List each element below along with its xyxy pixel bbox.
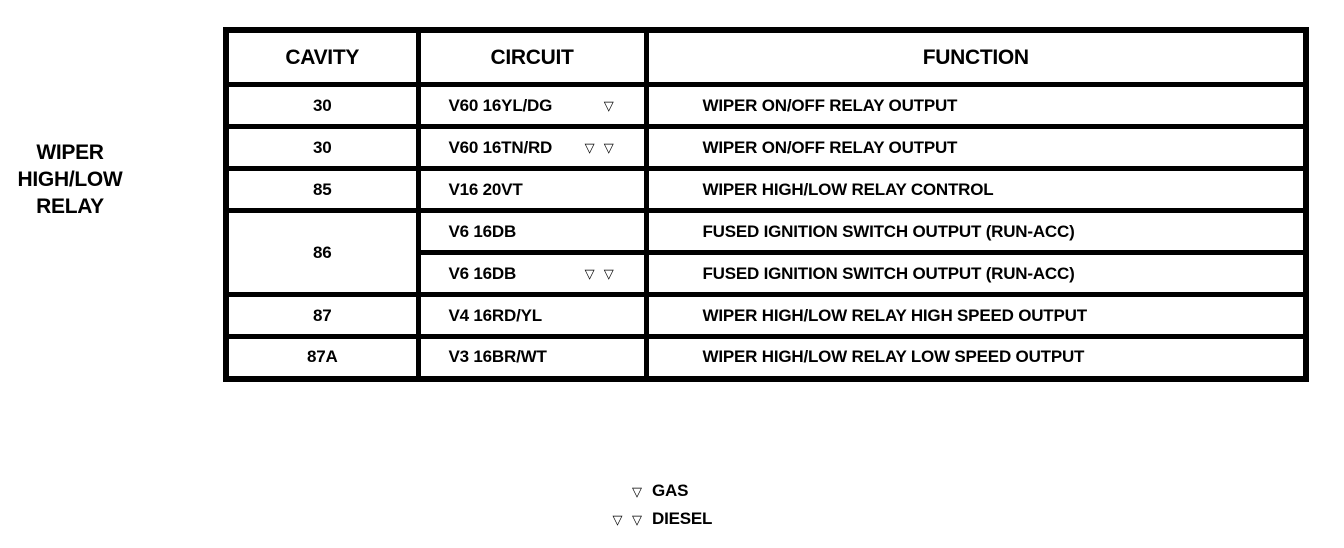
diesel-marker-icon: ▽ ▽	[584, 267, 614, 282]
relay-title: WIPER HIGH/LOW RELAY	[6, 139, 134, 220]
circuit-cell: V3 16BR/WT	[415, 334, 649, 381]
circuit-cell: V16 20VT	[415, 166, 649, 213]
relay-title-line-3: RELAY	[36, 195, 104, 218]
circuit-code: V60 16TN/RD	[448, 137, 553, 157]
pinout-table: CAVITY CIRCUIT FUNCTION 30 V60 16YL/DG ▽…	[223, 27, 1309, 382]
circuit-cell: V60 16YL/DG ▽	[415, 82, 649, 129]
table-row: 30 V60 16TN/RD ▽ ▽ WIPER ON/OFF RELAY OU…	[223, 124, 1309, 171]
legend-label-gas: GAS	[652, 481, 689, 500]
table-row: V6 16DB ▽ ▽ FUSED IGNITION SWITCH OUTPUT…	[226, 250, 1309, 297]
table-row: 87 V4 16RD/YL WIPER HIGH/LOW RELAY HIGH …	[223, 292, 1309, 339]
gas-marker-icon: ▽	[603, 99, 614, 114]
header-cavity: CAVITY	[223, 27, 421, 87]
legend-item-gas: ▽ GAS	[556, 477, 712, 505]
circuit-cell: V6 16DB	[415, 208, 649, 255]
legend-label-diesel: DIESEL	[652, 509, 713, 528]
circuit-cell: V6 16DB ▽ ▽	[415, 250, 649, 297]
function-cell: WIPER ON/OFF RELAY OUTPUT	[643, 124, 1309, 171]
table-row: 85 V16 20VT WIPER HIGH/LOW RELAY CONTROL	[223, 166, 1309, 213]
circuit-code: V60 16YL/DG	[448, 95, 553, 115]
diesel-marker-icon: ▽ ▽	[612, 512, 642, 528]
cavity-cell: 85	[223, 166, 421, 213]
relay-title-line-2: HIGH/LOW	[17, 168, 123, 191]
cavity-cell: 87	[223, 292, 421, 339]
cavity-cell-merged: 86	[223, 208, 421, 297]
cavity-cell: 30	[223, 124, 421, 171]
circuit-code: V6 16DB	[448, 263, 517, 283]
cavity-cell: 30	[223, 82, 421, 129]
legend-item-diesel: ▽ ▽ DIESEL	[556, 505, 712, 533]
table-row: 30 V60 16YL/DG ▽ WIPER ON/OFF RELAY OUTP…	[223, 82, 1309, 129]
relay-title-line-1: WIPER	[36, 141, 104, 164]
diesel-marker-icon: ▽ ▽	[584, 141, 614, 156]
circuit-cell: V4 16RD/YL	[415, 292, 649, 339]
circuit-code: V3 16BR/WT	[448, 347, 547, 367]
header-circuit: CIRCUIT	[415, 27, 649, 87]
circuit-cell: V60 16TN/RD ▽ ▽	[415, 124, 649, 171]
gas-marker-icon: ▽	[632, 484, 642, 500]
cavity-cell: 87A	[223, 334, 421, 381]
function-cell: FUSED IGNITION SWITCH OUTPUT (RUN-ACC)	[643, 250, 1309, 297]
legend: ▽ GAS ▽ ▽ DIESEL	[556, 477, 712, 533]
function-cell: WIPER HIGH/LOW RELAY CONTROL	[643, 166, 1309, 213]
function-cell: WIPER HIGH/LOW RELAY HIGH SPEED OUTPUT	[643, 292, 1309, 339]
circuit-code: V16 20VT	[448, 179, 523, 199]
function-cell: FUSED IGNITION SWITCH OUTPUT (RUN-ACC)	[643, 208, 1309, 255]
function-cell: WIPER ON/OFF RELAY OUTPUT	[643, 82, 1309, 129]
table-row: 87A V3 16BR/WT WIPER HIGH/LOW RELAY LOW …	[223, 334, 1309, 381]
header-function: FUNCTION	[643, 27, 1309, 87]
function-cell: WIPER HIGH/LOW RELAY LOW SPEED OUTPUT	[643, 334, 1309, 381]
circuit-code: V4 16RD/YL	[448, 305, 543, 325]
table-row: 86 V6 16DB FUSED IGNITION SWITCH OUTPUT …	[223, 208, 1309, 297]
table-header-row: CAVITY CIRCUIT FUNCTION	[223, 27, 1309, 87]
circuit-code: V6 16DB	[448, 221, 517, 241]
